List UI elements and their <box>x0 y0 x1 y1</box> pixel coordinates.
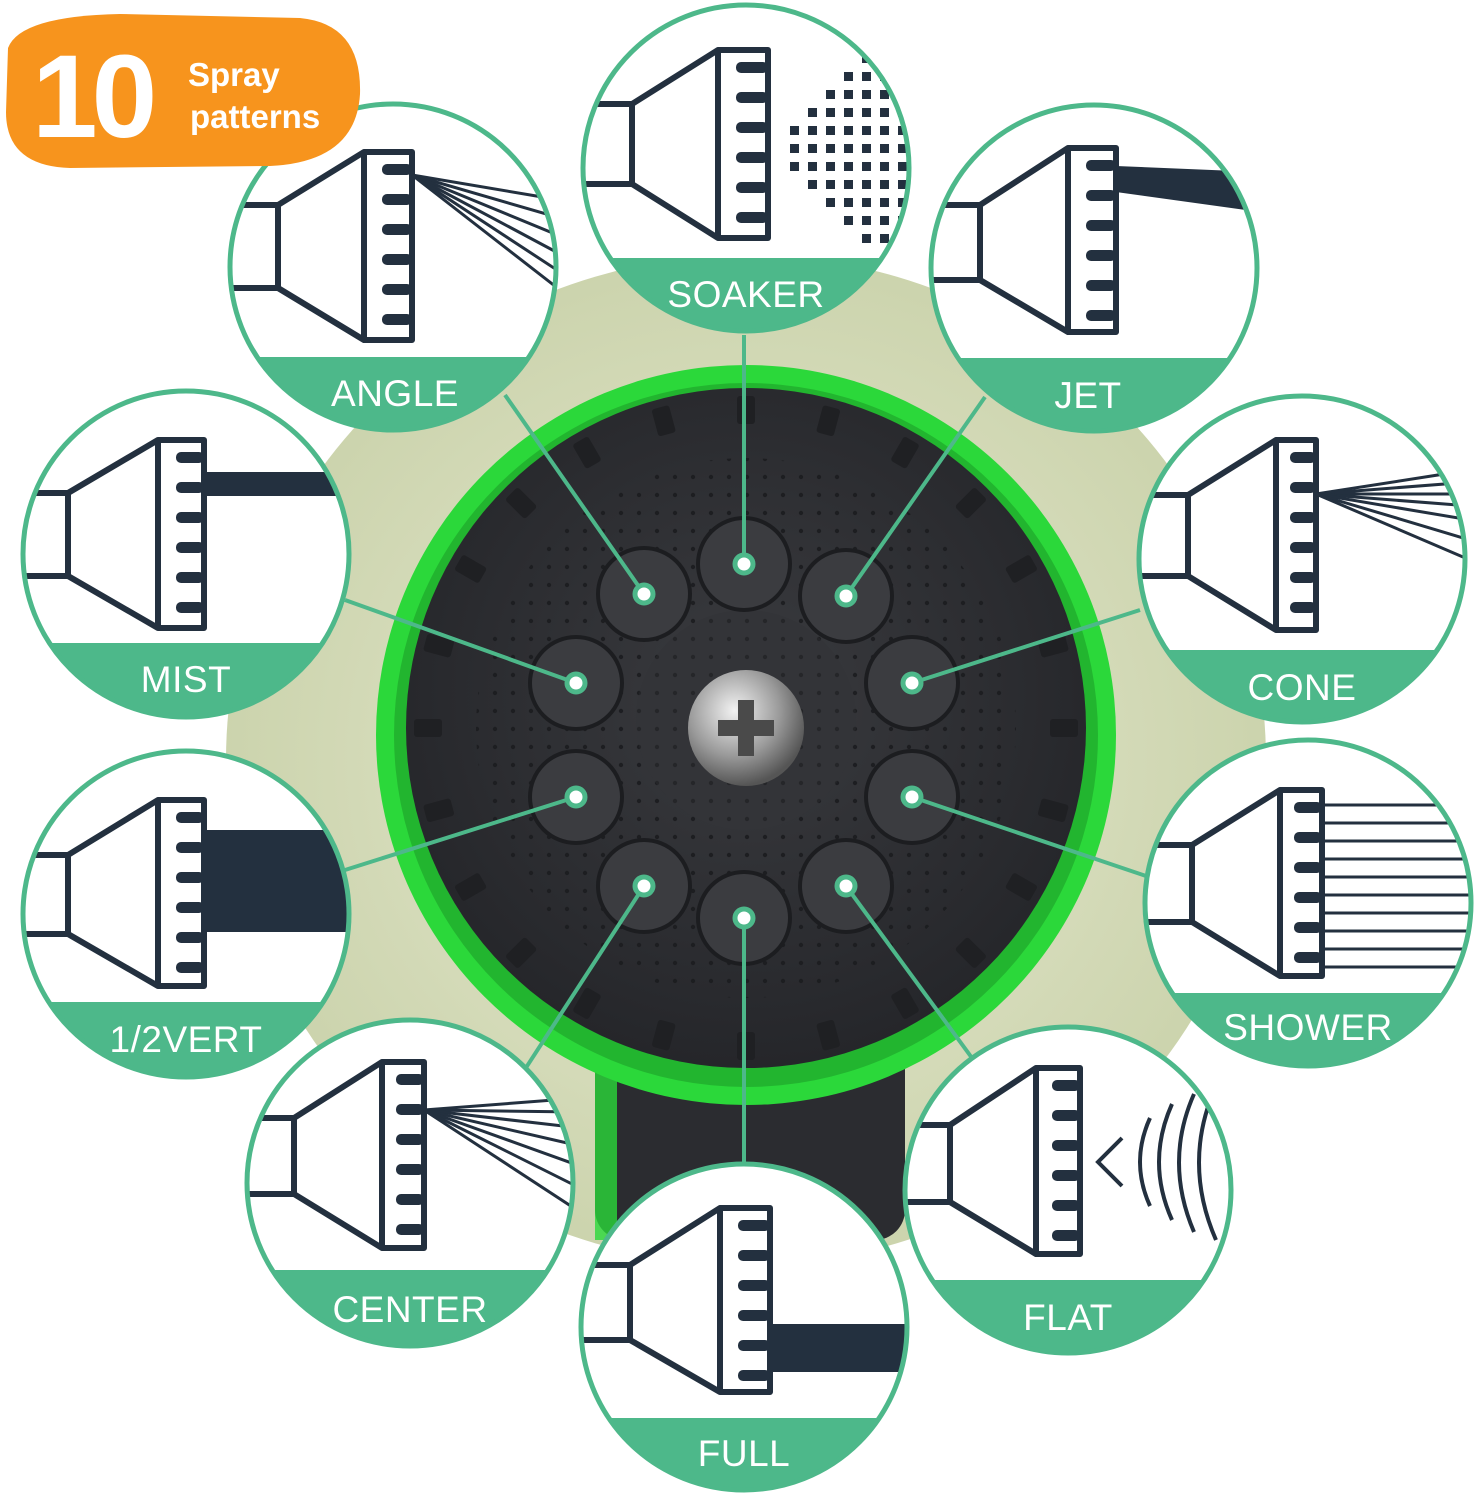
pattern-label: MIST <box>141 659 231 700</box>
pattern-half-vert: 1/2VERT <box>20 748 352 1080</box>
pattern-label: SHOWER <box>1223 1007 1393 1048</box>
pattern-label: CENTER <box>332 1289 487 1330</box>
flat-wave-icon <box>1095 1085 1218 1241</box>
pattern-mist: MIST <box>20 388 352 720</box>
leader-lines <box>344 335 1147 1164</box>
leader-line <box>911 795 1147 878</box>
leader-line <box>911 608 1141 685</box>
pattern-center: CENTER <box>244 1017 576 1349</box>
badge-text-spray: Spray <box>188 56 280 93</box>
badge-text-patterns: patterns <box>190 98 321 135</box>
pattern-flat: FLAT <box>902 1024 1234 1356</box>
spray-count-badge: 10 Spray patterns <box>0 12 362 172</box>
nozzle-glyph-icon <box>248 1059 427 1251</box>
handle-trim <box>595 1030 617 1240</box>
leader-line <box>844 884 974 1060</box>
cone-spray-icon <box>1315 468 1465 562</box>
leader-dot <box>900 785 924 809</box>
pattern-icons: SOAKER ANGLE <box>20 2 1474 1493</box>
pattern-label: CONE <box>1248 667 1357 708</box>
jet-stream-icon <box>1116 166 1257 212</box>
soaker-dots-icon <box>790 54 907 243</box>
pattern-shower: SHOWER <box>1142 737 1474 1069</box>
angle-spray-icon <box>411 173 556 292</box>
leader-dot <box>632 582 656 606</box>
nozzle-glyph-icon <box>1140 437 1319 633</box>
pattern-label: FLAT <box>1023 1297 1113 1338</box>
leader-dot <box>732 906 756 930</box>
leader-line <box>503 884 646 1102</box>
leader-line <box>844 395 987 598</box>
pattern-label: SOAKER <box>667 274 824 315</box>
nozzle-glyph-icon <box>906 1065 1083 1257</box>
nozzle-glyph-icon <box>932 145 1119 335</box>
pattern-angle: ANGLE <box>227 101 559 433</box>
nozzle-head <box>376 365 1116 1240</box>
leader-line <box>503 393 646 596</box>
leader-dot <box>564 671 588 695</box>
pattern-label: FULL <box>698 1433 790 1474</box>
screw-cross <box>718 700 774 756</box>
full-stream-icon <box>770 1324 907 1372</box>
pattern-label: JET <box>1054 375 1121 416</box>
nozzle-glyph-icon <box>583 47 771 241</box>
leader-dot <box>834 874 858 898</box>
pattern-label: ANGLE <box>331 373 459 414</box>
nozzle-glyph-icon <box>230 149 415 343</box>
vert-stream-icon <box>204 830 349 932</box>
leader-line <box>344 598 577 685</box>
leader-dot <box>732 552 756 576</box>
mist-stream-icon <box>204 472 349 496</box>
rim-teeth <box>414 396 1078 1060</box>
leader-dot <box>632 874 656 898</box>
pattern-label: 1/2VERT <box>110 1019 263 1060</box>
nozzle-glyph-icon <box>23 437 207 631</box>
badge-shape <box>6 14 361 168</box>
leader-dot <box>834 584 858 608</box>
nozzle-glyph-icon <box>1146 787 1325 979</box>
leader-line <box>344 795 577 872</box>
nozzle-glyph-icon <box>582 1205 773 1395</box>
leader-dot <box>564 785 588 809</box>
leader-dot <box>900 671 924 695</box>
badge-number: 10 <box>32 31 157 163</box>
